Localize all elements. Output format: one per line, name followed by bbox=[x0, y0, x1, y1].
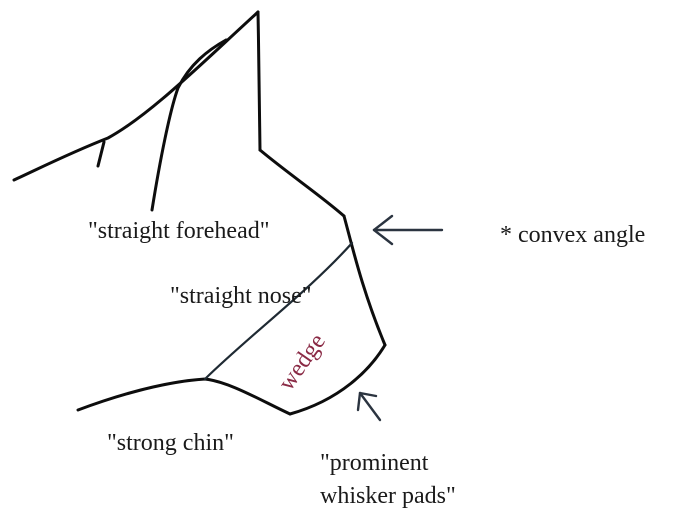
wedge-guideline bbox=[205, 243, 352, 379]
whisker-pad-arrow bbox=[358, 393, 380, 420]
ear-front-line bbox=[258, 12, 260, 150]
label-strong-chin: "strong chin" bbox=[107, 430, 234, 456]
chin-line bbox=[78, 379, 290, 414]
ear-fold-line bbox=[98, 142, 104, 166]
back-of-head-line bbox=[14, 12, 258, 180]
label-convex-angle: * convex angle bbox=[500, 222, 645, 248]
nose-line bbox=[344, 216, 385, 345]
label-prominent-line2: whisker pads" bbox=[320, 483, 456, 509]
label-straight-nose: "straight nose" bbox=[170, 283, 312, 309]
label-straight-forehead: "straight forehead" bbox=[88, 218, 270, 244]
forehead-line bbox=[260, 150, 344, 216]
label-prominent-line1: "prominent bbox=[320, 450, 429, 476]
label-wedge: wedge bbox=[274, 329, 331, 395]
convex-angle-arrow bbox=[374, 216, 442, 244]
inner-ear-line bbox=[152, 40, 226, 210]
